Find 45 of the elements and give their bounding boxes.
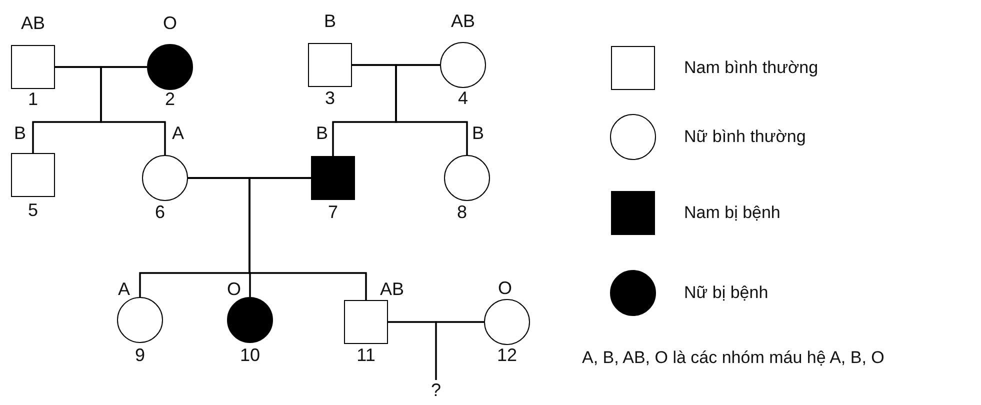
individual-number: 6 (155, 202, 165, 222)
descent-line (435, 321, 484, 381)
blood-type-label: A (118, 279, 130, 299)
individual-number: 5 (28, 200, 38, 220)
blood-type-label: A (172, 123, 184, 143)
blood-type-label: B (316, 123, 328, 143)
square-symbol (11, 45, 55, 89)
descent-line (395, 64, 468, 155)
individual-number: 12 (496, 345, 518, 365)
note-text: A, B, AB, O là các nhóm máu hệ A, B, O (582, 348, 884, 368)
blood-type-label: B (324, 11, 336, 31)
blood-type-label: O (227, 279, 241, 299)
filled-circle-symbol (147, 44, 193, 90)
circle-symbol (117, 297, 163, 343)
circle-symbol (444, 155, 490, 201)
blood-type-label: B (14, 123, 26, 143)
individual-number: 11 (356, 345, 376, 365)
square-symbol (11, 153, 55, 197)
legend-label: Nữ bình thường (684, 127, 806, 147)
circle-symbol (142, 155, 188, 201)
filled-circle-symbol (227, 297, 273, 343)
individual-number: 3 (325, 88, 335, 108)
legend-label: Nữ bị bệnh (684, 283, 768, 303)
individual-number: 10 (240, 345, 260, 365)
blood-type-label: O (163, 13, 177, 33)
individual-number: 7 (328, 202, 338, 222)
filled-square-symbol (311, 156, 355, 200)
blood-type-label: B (472, 123, 484, 143)
blood-type-label: AB (21, 13, 45, 33)
legend-label: Nam bị bệnh (684, 203, 780, 223)
individual-number: 8 (457, 202, 467, 222)
individual-number: 2 (165, 89, 175, 109)
blood-type-label: O (498, 278, 512, 298)
descent-line (248, 177, 367, 300)
circle-symbol (440, 42, 486, 88)
circle-symbol (484, 299, 530, 345)
legend-label: Nam bình thường (684, 58, 818, 78)
square-symbol (308, 43, 352, 87)
blood-type-label: AB (380, 279, 404, 299)
individual-number: 4 (458, 88, 468, 108)
descent-line (100, 66, 166, 155)
individual-number: 9 (135, 345, 145, 365)
individual-number: 1 (28, 89, 38, 109)
blood-type-label: AB (451, 11, 475, 31)
square-symbol (344, 300, 388, 344)
